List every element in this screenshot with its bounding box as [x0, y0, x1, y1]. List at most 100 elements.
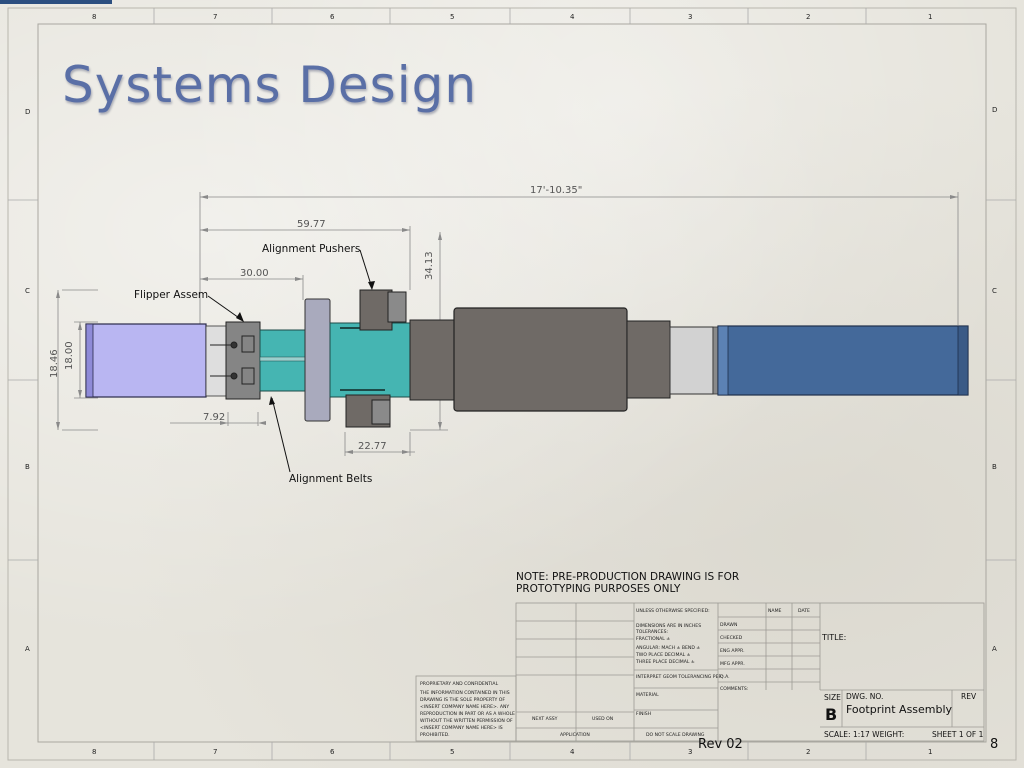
title-block-text: UNLESS OTHERWISE SPECIFIED: DIMENSIONS A… [419, 608, 810, 738]
tb-application: APPLICATION [560, 732, 590, 738]
flipper-bracket [205, 325, 229, 397]
tb-drawn: DRAWN [720, 622, 737, 628]
zone-right-c: C [992, 287, 997, 295]
leader-flipper-assem [207, 295, 243, 321]
tb-unless: UNLESS OTHERWISE SPECIFIED: [636, 608, 710, 614]
zone-bottom-2: 2 [806, 748, 810, 756]
main-drum [453, 307, 628, 412]
drum-left [409, 319, 456, 401]
tb-dims-2: TOLERANCES: [635, 629, 668, 635]
conveyor-left-end [717, 325, 729, 396]
tb-prop-6: <INSERT COMPANY NAME HERE> IS [420, 725, 503, 731]
flipper-assembly [225, 321, 261, 400]
tb-mfg-appr: MFG APPR. [720, 661, 745, 667]
pusher-top [359, 289, 393, 331]
drum-right [626, 320, 671, 399]
tb-prop-7: PROHIBITED. [420, 732, 450, 738]
label-alignment-belts: Alignment Belts [289, 473, 372, 485]
alignment-section [329, 322, 411, 398]
zone-bottom-7: 7 [213, 748, 217, 756]
pusher-bottom-motor [371, 399, 391, 425]
dim-18-00: 18.00 [64, 341, 75, 370]
tb-comments: COMMENTS: [720, 686, 749, 692]
tb-date: DATE [798, 608, 810, 614]
tb-qa: Q.A. [720, 674, 730, 680]
tb-prop-title: PROPRIETARY AND CONFIDENTIAL [420, 681, 499, 687]
tb-dims-1: DIMENSIONS ARE IN INCHES [636, 623, 701, 629]
tb-dims-4: ANGULAR: MACH ± BEND ± [636, 645, 700, 651]
zone-bottom-8: 8 [92, 748, 96, 756]
tb-prop-2: DRAWING IS THE SOLE PROPERTY OF [420, 697, 505, 703]
conveyor-right-end [957, 325, 969, 396]
label-flipper-assem: Flipper Assem [134, 289, 208, 301]
zone-top-8: 8 [92, 13, 96, 21]
tb-used-on: USED ON [592, 716, 613, 722]
tb-interpret: INTERPRET GEOM TOLERANCING PER: [636, 674, 724, 680]
tb-dwg-no-label: DWG. NO. [846, 692, 883, 701]
tb-prop-5: WITHOUT THE WRITTEN PERMISSION OF [420, 718, 513, 724]
dim-overall: 17'-10.35" [530, 185, 582, 196]
zone-left-b: B [25, 463, 30, 471]
tb-prop-4: REPRODUCTION IN PART OR AS A WHOLE [420, 711, 515, 717]
leader-alignment-pushers [359, 249, 373, 289]
zone-ticks [8, 8, 1016, 760]
zone-letters: D C B A D C B A [25, 106, 997, 653]
tb-dims-6: THREE PLACE DECIMAL ± [635, 659, 695, 665]
zone-left-a: A [25, 645, 30, 653]
dim-59-77: 59.77 [297, 219, 326, 230]
tb-do-not-scale: DO NOT SCALE DRAWING [646, 732, 705, 738]
tb-size-label: SIZE [824, 693, 841, 702]
zone-bottom-5: 5 [450, 748, 454, 756]
zone-right-a: A [992, 645, 997, 653]
tb-sheet: SHEET 1 OF 1 [932, 730, 984, 739]
zone-numbers-top: 8 7 6 5 4 3 2 1 [92, 13, 932, 21]
title-block-grid [415, 602, 985, 742]
flipper-detail [210, 335, 255, 385]
tb-scale: SCALE: 1:17 WEIGHT: [824, 730, 904, 739]
tb-eng-appr: ENG APPR. [720, 648, 745, 654]
note-line-1: NOTE: PRE-PRODUCTION DRAWING IS FOR [516, 571, 739, 583]
zone-right-d: D [992, 106, 997, 114]
pusher-top-motor [387, 291, 407, 323]
zone-right-b: B [992, 463, 997, 471]
transition-section [669, 326, 714, 395]
dim-18-46: 18.46 [49, 349, 60, 378]
zone-left-c: C [25, 287, 30, 295]
dim-7-92: 7.92 [203, 412, 225, 423]
note-line-2: PROTOTYPING PURPOSES ONLY [516, 583, 681, 595]
revision-label: Rev 02 [698, 737, 743, 752]
tb-material: MATERIAL [636, 692, 659, 698]
zone-bottom-4: 4 [570, 748, 575, 756]
input-bin-edge [85, 323, 94, 398]
output-conveyor [717, 325, 969, 396]
zone-bottom-6: 6 [330, 748, 335, 756]
top-bar [0, 0, 112, 4]
tb-checked: CHECKED [720, 635, 743, 641]
zone-bottom-1: 1 [928, 748, 932, 756]
zone-numbers-bottom: 8 7 6 5 4 3 2 1 [92, 748, 932, 756]
leader-alignment-belts [271, 397, 291, 473]
tb-title-label: TITLE: [821, 633, 846, 642]
transition-plate [712, 326, 719, 395]
outer-frame [7, 7, 1017, 761]
input-bin [85, 323, 207, 398]
label-alignment-pushers: Alignment Pushers [262, 243, 360, 255]
dim-30-00: 30.00 [240, 268, 269, 279]
tb-dims-5: TWO PLACE DECIMAL ± [635, 652, 691, 658]
zone-bottom-3: 3 [688, 748, 692, 756]
zone-top-4: 4 [570, 13, 575, 21]
page-number: 8 [990, 737, 999, 752]
tb-dims-3: FRACTIONAL ± [636, 636, 670, 642]
tb-next-assy: NEXT ASSY [532, 716, 558, 722]
tb-size-value: B [825, 705, 837, 724]
inner-frame [37, 23, 987, 743]
zone-top-2: 2 [806, 13, 810, 21]
arrow-alignment-pushers [368, 281, 375, 290]
zone-top-1: 1 [928, 13, 932, 21]
arrow-flipper-assem [236, 312, 244, 322]
dimension-arrows [56, 195, 958, 454]
zone-top-6: 6 [330, 13, 335, 21]
zone-top-3: 3 [688, 13, 692, 21]
